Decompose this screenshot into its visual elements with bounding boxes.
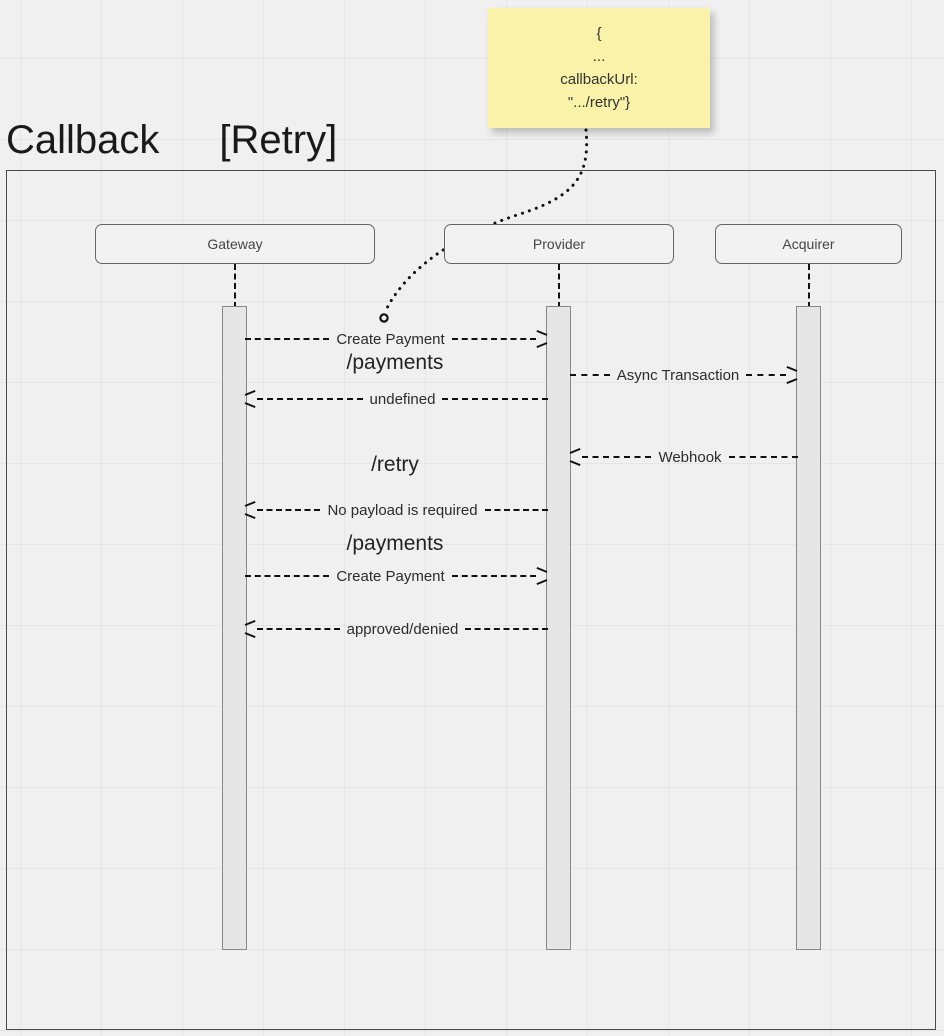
- note-line-3: callbackUrl:: [560, 71, 638, 88]
- note-line-4: ".../retry"}: [567, 94, 631, 112]
- lifeline-provider: [558, 264, 560, 308]
- activation-bar-acquirer: [796, 306, 821, 950]
- note-line-1: {: [596, 24, 602, 42]
- lifeline-gateway: [234, 264, 236, 308]
- lifeline-acquirer: [808, 264, 810, 308]
- participant-acquirer[interactable]: Acquirer: [715, 224, 902, 264]
- participant-acquirer-label: Acquirer: [782, 236, 835, 252]
- activation-bar-gateway: [222, 306, 247, 950]
- endpoint-label-retry: /retry: [371, 453, 419, 476]
- activation-bar-provider: [546, 306, 571, 950]
- endpoint-label-payments-1: /payments: [346, 351, 444, 374]
- title-guard-tag: [Retry]: [219, 117, 338, 162]
- participant-gateway[interactable]: Gateway: [95, 224, 375, 264]
- participant-gateway-label: Gateway: [207, 236, 263, 252]
- diagram-frame: [6, 170, 936, 1030]
- endpoint-label-payments-2: /payments: [346, 532, 444, 555]
- participant-provider[interactable]: Provider: [444, 224, 674, 264]
- callback-url-note: { ... callbackUrl: ".../retry"}: [488, 8, 710, 128]
- participant-provider-label: Provider: [532, 236, 586, 252]
- page-title: Callback: [6, 117, 160, 162]
- note-line-2: ...: [592, 47, 606, 65]
- diagram-title-row: Callback [Retry]: [6, 112, 337, 168]
